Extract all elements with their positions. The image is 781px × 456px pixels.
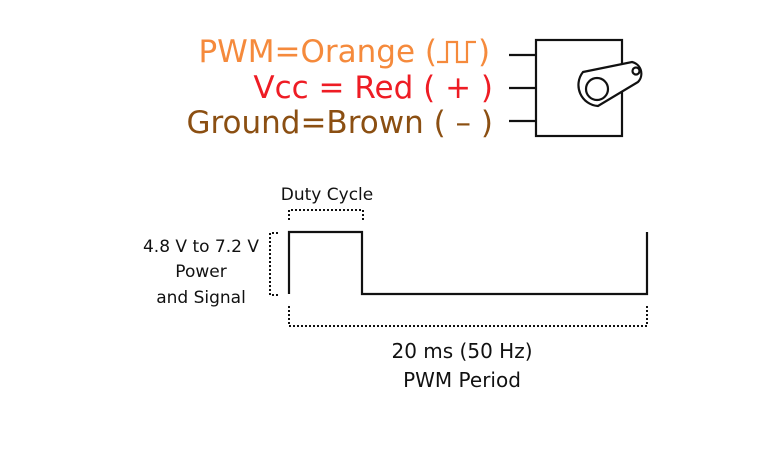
voltage-bracket: [269, 232, 278, 296]
period-bracket: [288, 306, 648, 327]
voltage-label-line2: Power: [175, 262, 226, 282]
ground-wire-label: Ground=Brown ( – ): [186, 105, 493, 141]
voltage-label-line3: and Signal: [156, 288, 246, 308]
horn-hole: [631, 66, 641, 76]
duty-cycle-bracket: [288, 209, 364, 220]
pwm-close-paren: ): [478, 34, 490, 70]
voltage-label-line1: 4.8 V to 7.2 V: [143, 237, 259, 257]
period-label-line1: 20 ms (50 Hz): [391, 339, 532, 363]
vcc-wire-label: Vcc = Red ( + ): [253, 70, 493, 106]
pwm-waveform: [287, 230, 649, 296]
servo-motor-icon: [509, 38, 643, 138]
period-label-line2: PWM Period: [403, 368, 521, 392]
pwm-wave-icon: [437, 40, 476, 64]
servo-shaft: [584, 76, 610, 102]
servo-horn: [577, 60, 643, 108]
wire-labels: PWM=Orange ( ) Vcc = Red ( + ) Ground=Br…: [186, 34, 493, 141]
duty-cycle-label: Duty Cycle: [281, 185, 373, 205]
pwm-wire-label: PWM=Orange (: [198, 34, 437, 70]
pwm-signal-diagram: Duty Cycle 4.8 V to 7.2 V Power and Sign…: [143, 185, 649, 392]
